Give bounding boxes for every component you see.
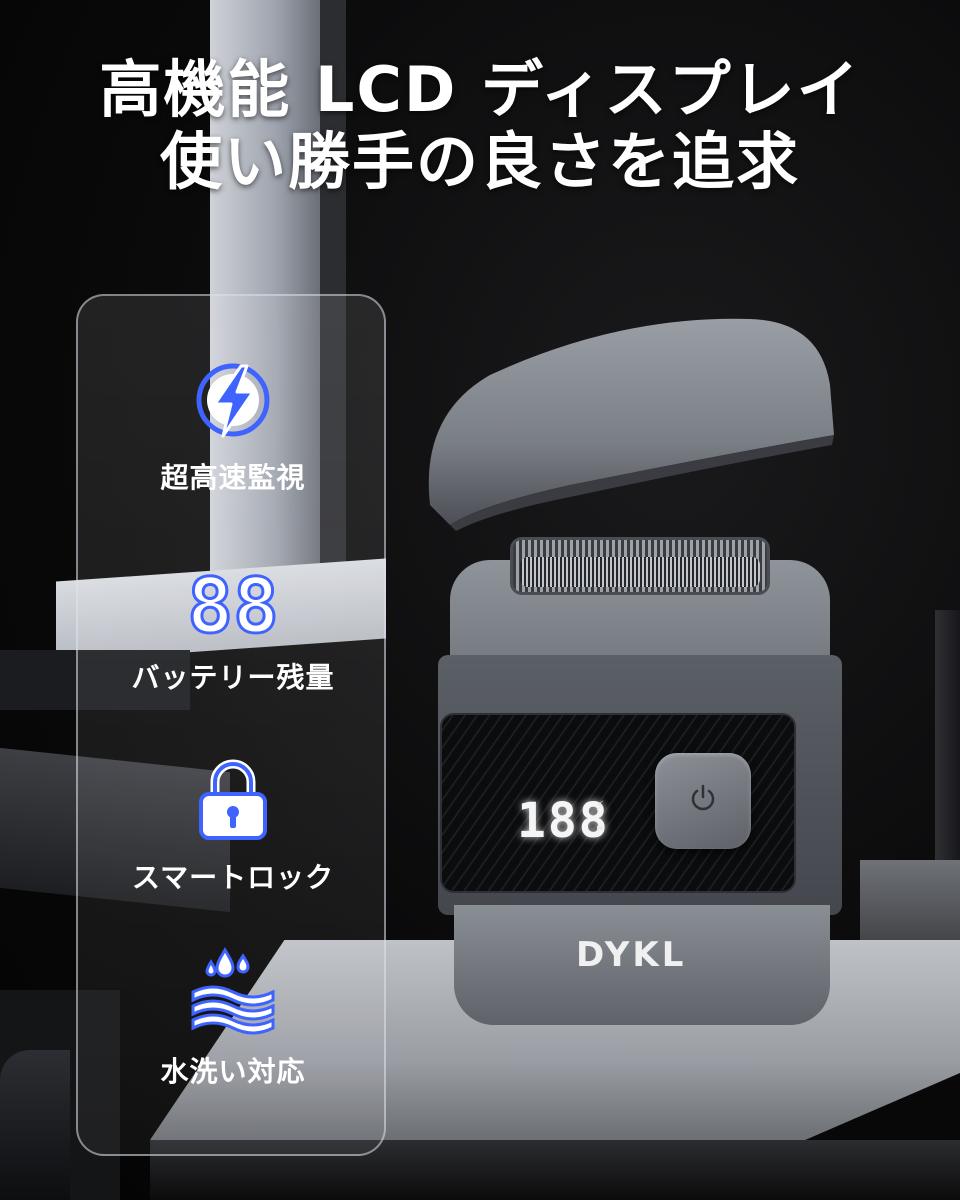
pedestal-side xyxy=(860,860,960,950)
shaver-lid xyxy=(428,318,834,531)
feature-label: 水洗い対応 xyxy=(160,1055,306,1088)
shaver-product: 188 ⚡ 🔒︎ DYKL xyxy=(420,305,860,1035)
heading-line-2: 使い勝手の良さを追求 xyxy=(159,125,800,198)
lightning-bolt-icon xyxy=(196,363,270,438)
background-arch xyxy=(0,1050,70,1200)
lcd-digits: 188 xyxy=(517,793,610,849)
digital-88-icon: 88 xyxy=(188,566,278,642)
pedestal-front xyxy=(150,1140,960,1200)
background-block xyxy=(0,650,190,710)
water-layers-icon xyxy=(191,947,275,1035)
feature-item: スマートロック xyxy=(78,758,388,896)
bolt-icon: ⚡ xyxy=(595,799,605,814)
feature-label: 超高速監視 xyxy=(160,461,306,494)
power-icon xyxy=(691,784,715,811)
power-button[interactable] xyxy=(655,753,751,849)
heading-line-1: 高機能 LCD ディスプレイ xyxy=(99,53,861,126)
feature-item: 水洗い対応 xyxy=(78,946,388,1090)
padlock-icon xyxy=(199,759,267,840)
lock-icon: 🔒︎ xyxy=(596,819,604,834)
feature-label: バッテリー残量 xyxy=(131,661,335,694)
feature-label: スマートロック xyxy=(131,861,335,894)
feature-panel: 超高速監視 88 バッテリー残量 スマートロック 水洗い対応 xyxy=(76,294,386,1156)
page-heading: 高機能 LCD ディスプレイ 使い勝手の良さを追求 xyxy=(0,54,960,198)
digital-88-text: 88 xyxy=(188,566,278,642)
brand-logo: DYKL xyxy=(576,935,687,975)
shaver-body-bottom xyxy=(454,905,830,1025)
background-pillar-shadow xyxy=(320,0,346,610)
background-pillar xyxy=(210,0,320,610)
feature-item: 超高速監視 xyxy=(78,358,388,496)
lcd-status-icons: ⚡ 🔒︎ xyxy=(592,797,608,837)
shaver-foil-mesh xyxy=(520,557,760,587)
feature-item: 88 バッテリー残量 xyxy=(78,566,388,696)
